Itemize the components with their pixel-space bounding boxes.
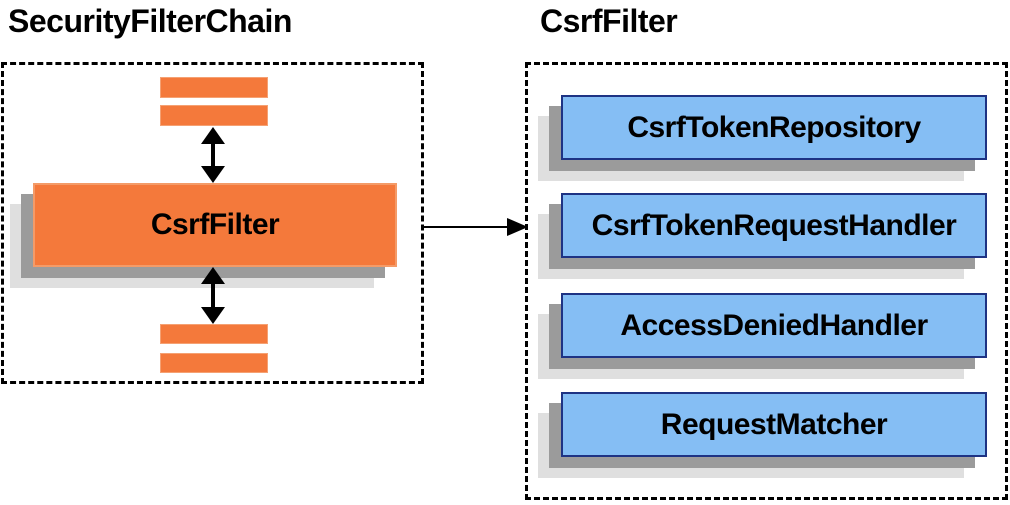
component-label: RequestMatcher (660, 407, 888, 441)
csrf-filter-components-container (525, 62, 1008, 500)
filter-bar-top-1 (160, 77, 268, 98)
arrow-shaft (211, 283, 215, 308)
component-box-request-matcher: RequestMatcher (561, 392, 987, 457)
updown-arrow-icon (201, 267, 225, 324)
right-arrow-icon (424, 218, 528, 236)
updown-arrow-icon (201, 127, 225, 183)
csrf-filter-box-label: CsrfFilter (150, 208, 280, 241)
component-box-csrf-token-repository: CsrfTokenRepository (561, 95, 987, 160)
filter-bar-bottom-2 (160, 353, 268, 373)
right-panel-title: CsrfFilter (540, 3, 678, 39)
component-label: CsrfTokenRequestHandler (591, 208, 957, 242)
component-box-access-denied-handler: AccessDeniedHandler (561, 293, 987, 358)
arrow-down-head (201, 166, 225, 183)
arrow-right-head (507, 218, 528, 236)
filter-bar-top-2 (160, 105, 268, 126)
csrf-filter-box: CsrfFilter (33, 183, 397, 267)
arrow-shaft (424, 226, 507, 228)
security-filter-chain-container (1, 62, 424, 384)
component-label: AccessDeniedHandler (620, 308, 928, 342)
arrow-down-head (201, 307, 225, 324)
component-label: CsrfTokenRepository (627, 110, 921, 144)
filter-bar-bottom-1 (160, 324, 268, 344)
arrow-up-head (201, 127, 225, 144)
arrow-shaft (211, 143, 215, 167)
arrow-up-head (201, 267, 225, 284)
left-panel-title: SecurityFilterChain (8, 3, 292, 39)
component-box-csrf-token-request-handler: CsrfTokenRequestHandler (561, 193, 987, 258)
